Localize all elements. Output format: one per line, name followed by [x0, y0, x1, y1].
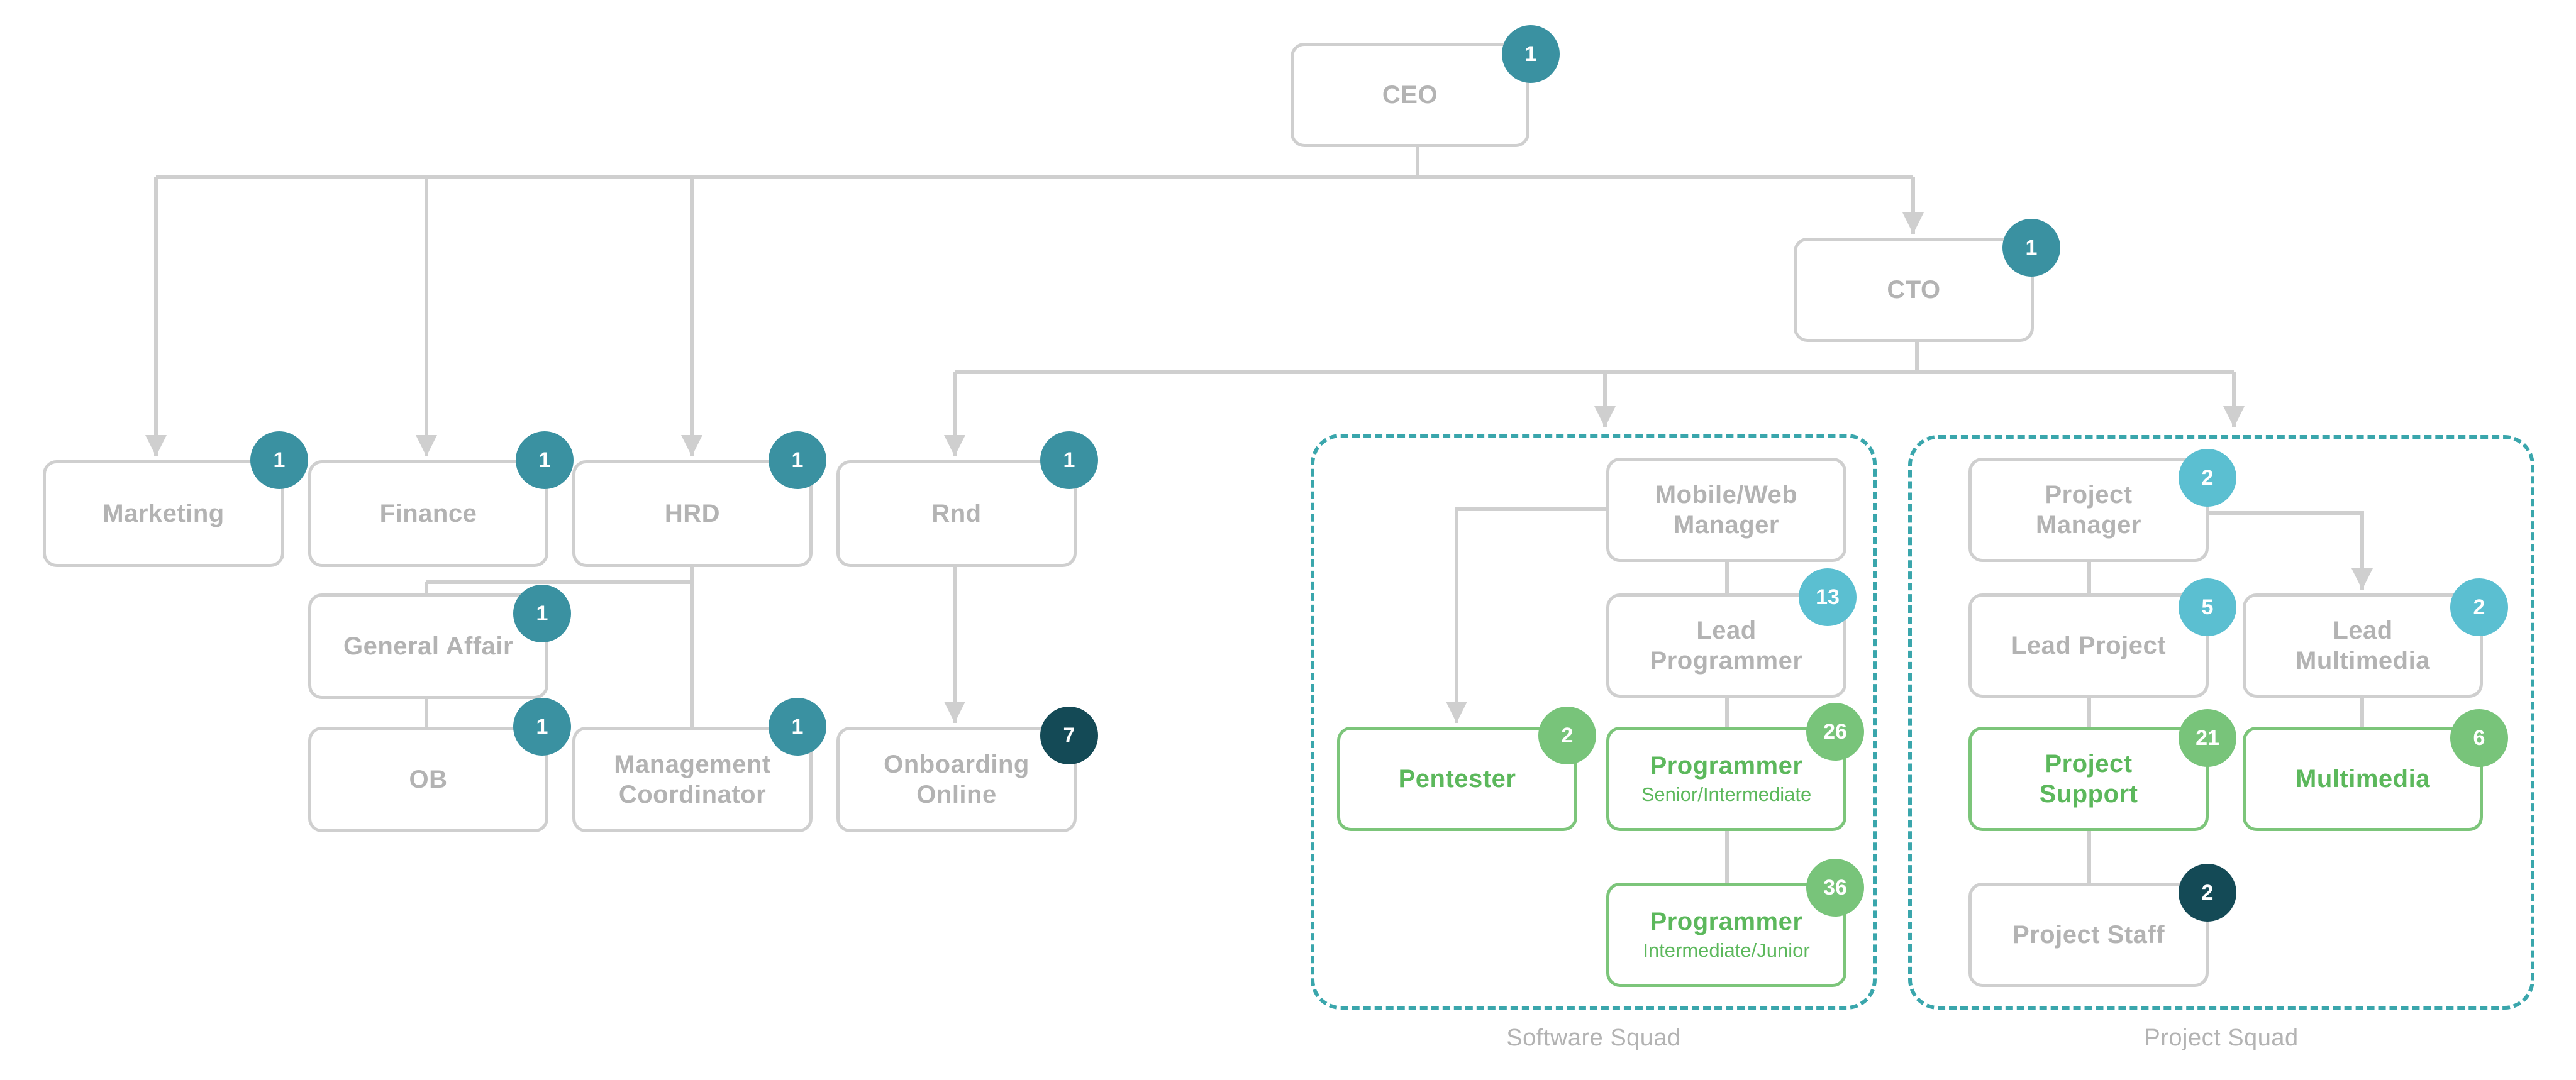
node-label: General Affair [343, 632, 514, 660]
connector-line [2209, 511, 2364, 590]
count-badge: 36 [1806, 859, 1864, 917]
node-label: Project Manager [2036, 481, 2141, 539]
count-badge: 13 [1799, 568, 1857, 626]
node-label: Project Staff [2012, 921, 2165, 949]
software-squad-box [1311, 434, 1877, 1010]
node-project-support: Project Support [1968, 727, 2209, 831]
node-label: Programmer [1650, 752, 1803, 780]
connector-line [1455, 507, 1606, 723]
node-label: Pentester [1398, 765, 1516, 793]
count-badge: 1 [513, 585, 571, 642]
count-badge: 1 [1502, 25, 1560, 83]
node-label: OB [409, 766, 448, 793]
count-badge: 1 [769, 698, 826, 756]
node-label: Onboarding Online [884, 751, 1030, 808]
node-management-coordinator: Management Coordinator [572, 727, 813, 832]
node-sublabel: Senior/Intermediate [1641, 783, 1812, 805]
node-ceo: CEO [1291, 43, 1530, 147]
node-hrd: HRD [572, 460, 813, 567]
node-label: Finance [379, 500, 477, 527]
node-label: Multimedia [2296, 765, 2430, 793]
arrowhead-icon [944, 435, 965, 456]
node-marketing: Marketing [43, 460, 284, 567]
count-badge: 7 [1040, 707, 1098, 764]
node-cto: CTO [1794, 238, 2034, 342]
node-label: Mobile/Web Manager [1655, 481, 1798, 539]
count-badge: 2 [2179, 449, 2236, 507]
node-onboarding-online: Onboarding Online [836, 727, 1077, 832]
count-badge: 5 [2179, 578, 2236, 636]
count-badge: 6 [2450, 709, 2508, 767]
node-label: CEO [1382, 81, 1438, 109]
node-project-manager: Project Manager [1968, 458, 2209, 562]
node-label: Lead Programmer [1650, 617, 1803, 675]
node-lead-multimedia: Lead Multimedia [2243, 593, 2483, 698]
count-badge: 21 [2179, 709, 2236, 767]
node-label: CTO [1887, 276, 1941, 304]
count-badge: 2 [1538, 707, 1596, 764]
count-badge: 2 [2179, 864, 2236, 922]
node-multimedia: Multimedia [2243, 727, 2483, 831]
node-lead-project: Lead Project [1968, 593, 2209, 698]
node-label: Lead Project [2011, 632, 2167, 659]
arrowhead-icon [681, 435, 702, 456]
node-pentester: Pentester [1337, 727, 1577, 831]
arrowhead-icon [145, 435, 167, 456]
project-squad-box [1908, 435, 2534, 1010]
node-ob: OB [308, 727, 548, 832]
arrowhead-icon [944, 702, 965, 723]
count-badge: 1 [513, 698, 571, 756]
node-label: Lead Multimedia [2296, 617, 2430, 675]
node-label: Project Support [2039, 750, 2138, 808]
node-lead-programmer: Lead Programmer [1606, 593, 1846, 698]
arrowhead-icon [2351, 568, 2373, 590]
node-label: Marketing [103, 500, 225, 527]
node-finance: Finance [308, 460, 548, 567]
count-badge: 2 [2450, 578, 2508, 636]
node-label: Programmer [1650, 908, 1803, 935]
node-label: Rnd [931, 500, 982, 527]
node-sublabel: Intermediate/Junior [1643, 939, 1810, 961]
node-label: Management Coordinator [614, 751, 771, 808]
count-badge: 26 [1806, 703, 1864, 761]
arrowhead-icon [2223, 406, 2245, 427]
arrowhead-icon [1902, 212, 1924, 234]
node-rnd: Rnd [836, 460, 1077, 567]
count-badge: 1 [250, 431, 308, 489]
count-badge: 1 [516, 431, 574, 489]
arrowhead-icon [1446, 702, 1467, 723]
node-general-affair: General Affair [308, 593, 548, 699]
arrowhead-icon [416, 435, 437, 456]
node-mobile-web-manager: Mobile/Web Manager [1606, 458, 1846, 562]
count-badge: 1 [769, 431, 826, 489]
arrowhead-icon [1594, 406, 1616, 427]
software-squad-label: Software Squad [1506, 1025, 1681, 1051]
count-badge: 1 [1040, 431, 1098, 489]
count-badge: 1 [2002, 219, 2060, 277]
project-squad-label: Project Squad [2144, 1025, 2299, 1051]
node-label: HRD [664, 500, 721, 527]
node-project-staff: Project Staff [1968, 883, 2209, 987]
